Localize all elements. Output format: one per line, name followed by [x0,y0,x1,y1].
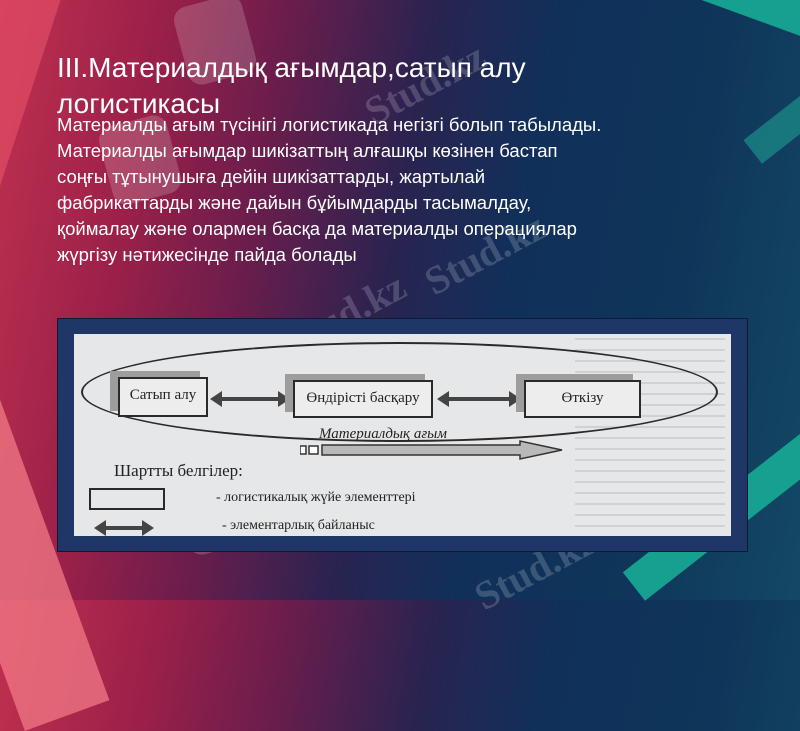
body-line: жүргізу нәтижесінде пайда болады [57,244,357,265]
double-arrow-icon [437,391,521,407]
legend-double-arrow-icon [94,520,154,536]
element-box-production-management: Өндірісті басқару [293,380,433,418]
legend-title: Шартты белгілер: [114,461,243,480]
logistics-system-ellipse [81,342,718,442]
slide-title: III.Материалдық ағымдар,сатып алу логист… [57,52,526,119]
body-line: Материалды ағым түсінігі логистикада нег… [57,114,602,135]
legend-text: - логистикалық жүйе элементтері [216,490,416,505]
legend-text: - элементарлық байланыс [222,518,375,533]
body-line: Материалды ағымдар шикізаттың алғашқы кө… [57,140,558,161]
body-line: фабрикаттарды және дайын бұйымдарды тасы… [57,192,532,213]
material-flow-label: Материалдық ағым [319,426,447,442]
double-arrow-icon [210,391,290,407]
diagram-image: Сатып алу Өндірісті басқару Өткізу Матер… [74,334,731,536]
material-flow-arrow-icon [300,440,563,460]
element-box-sales: Өткізу [524,380,641,418]
body-line: соңғы тұтынушыға дейін шикізаттарды, жар… [57,166,486,187]
body-line: қоймалау және олармен басқа да материалд… [57,218,577,239]
slide-body: Материалды ағым түсінігі логистикада нег… [57,112,757,268]
legend-rectangle-icon [89,488,165,510]
diagram-frame: Сатып алу Өндірісті басқару Өткізу Матер… [57,318,748,552]
element-box-purchasing: Сатып алу [118,377,208,417]
